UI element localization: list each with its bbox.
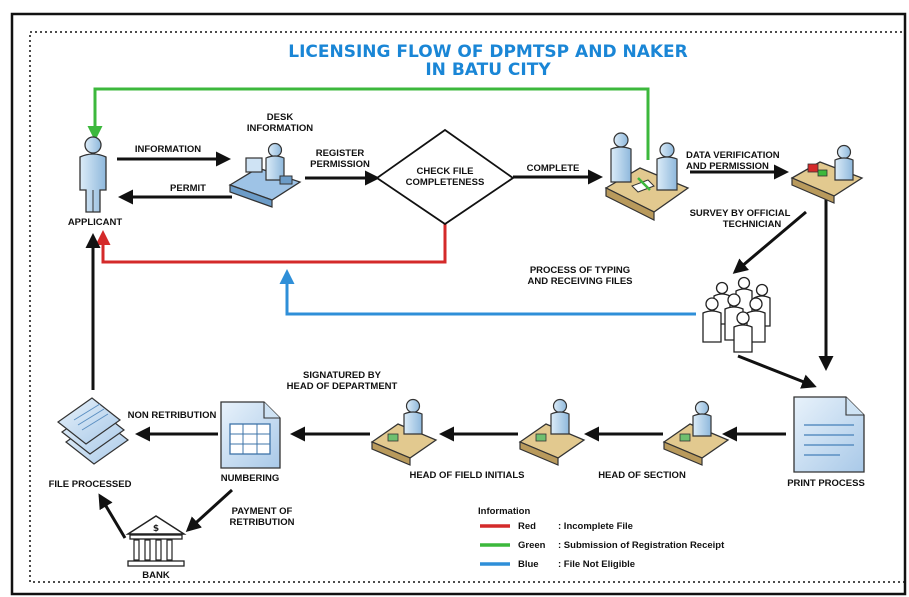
survey-desk-icon (790, 144, 864, 204)
legend-red-name: Red (518, 521, 536, 532)
file-stack-icon (56, 397, 130, 465)
green-feedback-arrow (87, 87, 650, 160)
head-of-department-icon (370, 398, 438, 466)
svg-text:$: $ (153, 524, 159, 534)
edge-register-label-1: REGISTER (316, 148, 365, 159)
head-section-label: HEAD OF SECTION (598, 470, 686, 481)
data-verif-label-1: DATA VERIFICATION (686, 150, 780, 161)
check-label-1: CHECK FILE (417, 166, 474, 177)
edge-payment-label-2: RETRIBUTION (230, 517, 295, 528)
survey-label-2: TECHNICIAN (723, 219, 782, 230)
desk-info-label-1: DESK (267, 112, 294, 123)
blue-feedback-arrow (279, 269, 696, 316)
title-line-2: IN BATU CITY (425, 60, 551, 80)
numbering-label: NUMBERING (221, 473, 280, 484)
legend-blue-name: Blue (518, 559, 539, 570)
check-label-2: COMPLETENESS (406, 177, 485, 188)
title-line-1: LICENSING FLOW OF DPMTSP AND NAKER (288, 42, 687, 62)
edge-complete-label: COMPLETE (527, 163, 580, 174)
survey-label-1: SURVEY BY OFFICIAL (690, 208, 791, 219)
typing-label-2: AND RECEIVING FILES (527, 276, 632, 287)
legend-green-name: Green (518, 540, 546, 551)
print-process-label: PRINT PROCESS (787, 478, 865, 489)
group-people-icon (702, 276, 771, 353)
print-document-icon (793, 396, 865, 473)
edge-payment-label-1: PAYMENT OF (232, 506, 293, 517)
signatured-label-1: SIGNATURED BY (303, 370, 382, 381)
arrow-typing-to-print (737, 354, 817, 389)
legend-green-desc: : Submission of Registration Receipt (558, 540, 725, 551)
legend-blue-desc: : File Not Eligible (558, 559, 635, 570)
numbering-document-icon (220, 401, 281, 469)
red-feedback-arrow (95, 222, 447, 264)
edge-register-label-2: PERMISSION (310, 159, 370, 170)
head-of-section-icon (662, 400, 730, 466)
data-verification-icon (604, 132, 690, 221)
head-field-label: HEAD OF FIELD INITIALS (409, 470, 524, 481)
arrow-payment (185, 488, 234, 533)
arrow-bank-to-file (98, 493, 127, 539)
applicant-label: APPLICANT (68, 217, 123, 228)
check-file-diamond (375, 128, 515, 226)
desk-information-icon (228, 142, 302, 208)
typing-label-1: PROCESS OF TYPING (530, 265, 630, 276)
legend-title: Information (478, 506, 530, 517)
data-verif-label-2: AND PERMISSION (686, 161, 769, 172)
legend-red-desc: : Incomplete File (558, 521, 633, 532)
arrow-survey (732, 210, 807, 274)
outer-frame (10, 12, 907, 596)
bank-icon: $ (125, 515, 187, 567)
head-of-field-icon (518, 398, 586, 466)
applicant-icon (79, 136, 107, 213)
desk-info-label-2: INFORMATION (247, 123, 313, 134)
bank-label: BANK (142, 570, 170, 581)
edge-permit-label: PERMIT (170, 183, 206, 194)
file-processed-label: FILE PROCESSED (49, 479, 132, 490)
edge-non-retribution-label: NON RETRIBUTION (128, 410, 217, 421)
dotted-border (29, 31, 906, 583)
signatured-label-2: HEAD OF DEPARTMENT (287, 381, 398, 392)
legend: Information Red : Incomplete File Green … (478, 506, 725, 570)
edge-information-label: INFORMATION (135, 144, 201, 155)
